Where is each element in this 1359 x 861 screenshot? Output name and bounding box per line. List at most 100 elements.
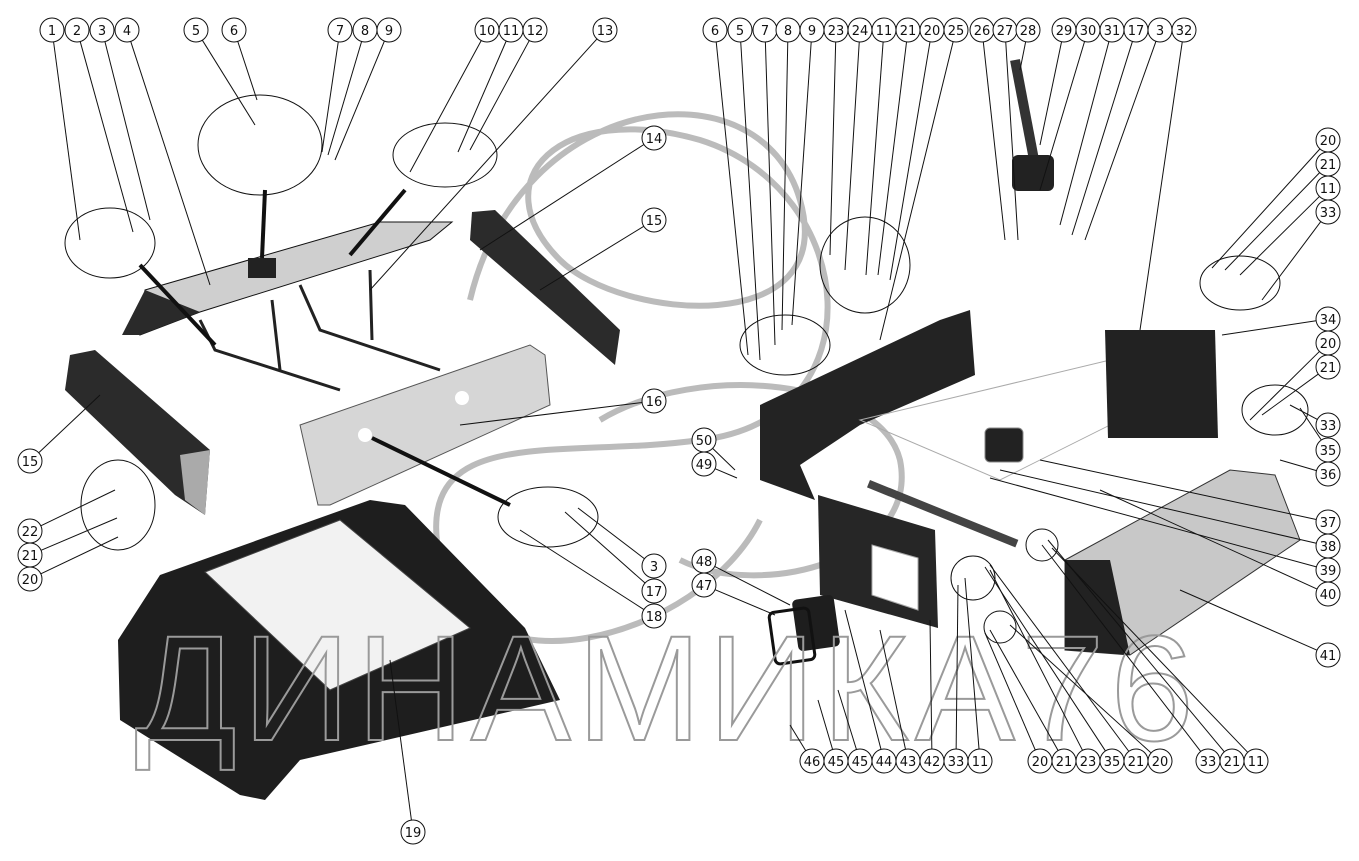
- leader-line: [989, 569, 1083, 751]
- callout-label: 34: [1320, 313, 1337, 328]
- leader-line: [1041, 544, 1202, 752]
- callout-label: 21: [1320, 361, 1337, 376]
- callout-11: 11: [1051, 547, 1269, 774]
- callout-label: 16: [646, 395, 663, 410]
- leader-line: [964, 577, 980, 750]
- callout-14: 14: [479, 125, 667, 251]
- callout-label: 20: [924, 24, 941, 39]
- leader-line: [984, 632, 1036, 751]
- leader-line: [40, 536, 119, 575]
- gas-strut: [198, 269, 441, 392]
- leader-line: [1261, 373, 1319, 416]
- callout-18: 18: [519, 529, 667, 629]
- leader-line: [321, 41, 339, 153]
- callout-3: 3: [1084, 17, 1173, 241]
- callout-label: 17: [1128, 24, 1145, 39]
- callout-7: 7: [321, 17, 353, 153]
- detail-circle: [739, 314, 831, 376]
- callout-circle: [1315, 199, 1341, 225]
- callout-26: 26: [969, 17, 1006, 241]
- callout-label: 23: [1080, 755, 1097, 770]
- leader-line: [1047, 539, 1225, 753]
- callout-40: 40: [1099, 489, 1341, 607]
- callout-circle: [641, 603, 667, 629]
- leader-line: [781, 41, 789, 331]
- callout-label: 6: [230, 24, 238, 39]
- callout-circle: [641, 578, 667, 604]
- door-window: [871, 544, 919, 611]
- callout-6: 6: [702, 17, 749, 356]
- callout-label: 27: [997, 24, 1014, 39]
- leader-line: [1299, 407, 1322, 441]
- callout-label: 11: [1248, 755, 1265, 770]
- rear-panel: [1105, 330, 1218, 438]
- callout-20: 20: [1249, 330, 1341, 421]
- rear-frame: [760, 310, 975, 500]
- leader-line: [1261, 221, 1322, 301]
- callout-circle: [89, 17, 115, 43]
- callout-label: 9: [385, 24, 393, 39]
- leader-line: [844, 609, 882, 750]
- hose: [598, 382, 905, 579]
- callout-9: 9: [334, 17, 402, 161]
- callout-25: 25: [879, 17, 969, 341]
- callout-11: 11: [457, 17, 524, 153]
- callout-48: 48: [691, 548, 791, 606]
- leader-line: [1139, 41, 1183, 331]
- actuator-motor: [1012, 155, 1054, 191]
- callout-34: 34: [1221, 306, 1341, 336]
- callout-circle: [221, 17, 247, 43]
- callout-45: 45: [837, 689, 873, 774]
- leader-line: [955, 584, 959, 750]
- detail-circle: [819, 216, 911, 314]
- leader-line: [334, 40, 385, 161]
- callout-19: 19: [389, 659, 426, 845]
- callout-22: 22: [17, 489, 116, 544]
- callout-44: 44: [844, 609, 897, 774]
- callout-label: 3: [98, 24, 106, 39]
- callout-20: 20: [17, 536, 119, 592]
- callout-2: 2: [64, 17, 134, 233]
- callout-41: 41: [1179, 589, 1341, 668]
- leader-line: [740, 41, 761, 361]
- callout-label: 21: [1224, 755, 1241, 770]
- callout-20: 20: [984, 632, 1053, 774]
- callout-label: 3: [1156, 24, 1164, 39]
- callout-11: 11: [964, 577, 993, 774]
- callout-21: 21: [877, 17, 921, 276]
- callout-circle: [522, 17, 548, 43]
- leader-line: [714, 468, 738, 479]
- leader-line: [989, 564, 1130, 752]
- detail-circle: [1025, 528, 1059, 562]
- leader-line: [1099, 489, 1318, 590]
- callout-circle: [967, 748, 993, 774]
- callout-circle: [1243, 748, 1269, 774]
- callout-label: 45: [852, 755, 869, 770]
- callout-50: 50: [691, 427, 736, 471]
- detail-circle: [392, 122, 498, 188]
- callout-33: 33: [1289, 404, 1341, 438]
- callout-31: 31: [1059, 17, 1125, 226]
- callout-label: 35: [1104, 755, 1121, 770]
- callout-label: 50: [696, 434, 713, 449]
- callout-circle: [17, 448, 43, 474]
- callout-10: 10: [409, 17, 500, 173]
- callout-circle: [727, 17, 753, 43]
- callout-label: 37: [1320, 516, 1337, 531]
- callout-label: 7: [761, 24, 769, 39]
- callout-circle: [39, 17, 65, 43]
- leader-line: [837, 689, 857, 750]
- callout-circle: [327, 17, 353, 43]
- bracket: [248, 258, 276, 278]
- leader-line: [409, 40, 482, 173]
- callout-label: 49: [696, 458, 713, 473]
- leader-line: [1005, 41, 1019, 241]
- callout-circle: [1147, 748, 1173, 774]
- leader-line: [564, 511, 646, 584]
- callout-label: 46: [804, 755, 821, 770]
- callout-label: 42: [924, 755, 941, 770]
- callout-39: 39: [989, 477, 1341, 583]
- callout-label: 10: [479, 24, 496, 39]
